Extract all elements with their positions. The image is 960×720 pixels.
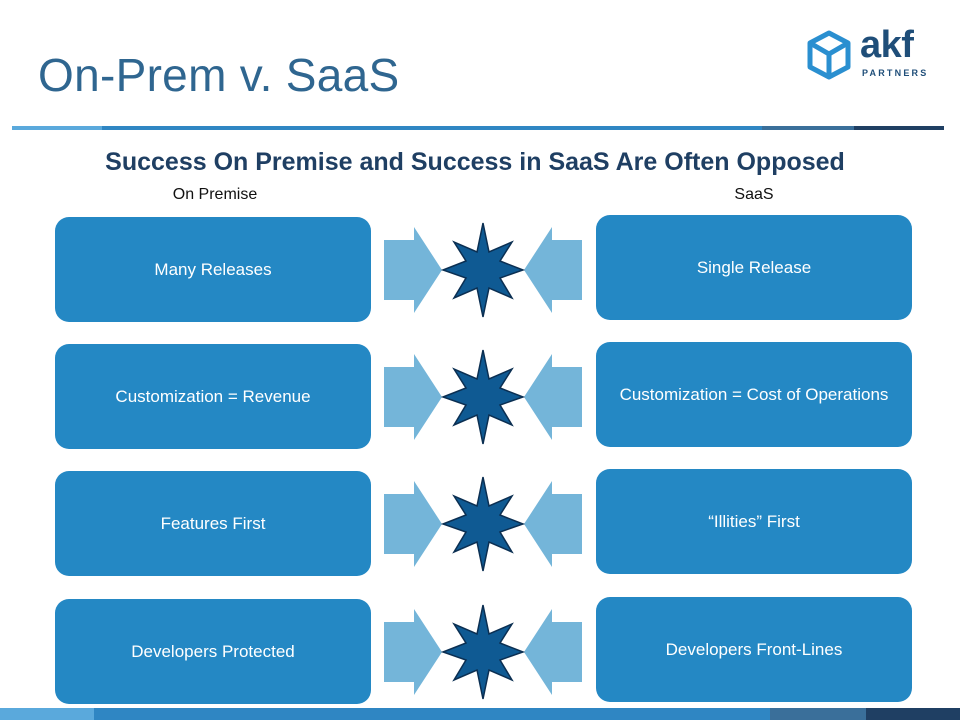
footer-bar-steel (770, 708, 866, 720)
saas-label: Customization = Cost of Operations (619, 384, 889, 404)
on-premise-box: Features First (55, 471, 371, 576)
starburst-icon (440, 604, 526, 700)
header-rule-steel (762, 126, 854, 130)
arrow-right-icon (384, 481, 442, 567)
cube-logo-icon (807, 30, 851, 80)
logo-subtext: PARTNERS (862, 68, 929, 78)
page-title: On-Prem v. SaaS (38, 49, 400, 101)
saas-box: Single Release (596, 215, 912, 320)
header-rule-mid (102, 126, 762, 130)
arrow-left-icon (524, 227, 582, 313)
saas-label: Developers Front-Lines (665, 639, 843, 659)
saas-label: “Illities” First (708, 511, 800, 531)
saas-box: Developers Front-Lines (596, 597, 912, 702)
header-rule-light (12, 126, 102, 130)
starburst-icon (440, 222, 526, 318)
saas-box: “Illities” First (596, 469, 912, 574)
saas-label: Single Release (696, 257, 812, 277)
column-label-on-premise: On Premise (172, 186, 258, 203)
arrow-left-icon (524, 609, 582, 695)
arrow-left-icon (524, 354, 582, 440)
footer-bar-mid (94, 708, 770, 720)
saas-box: Customization = Cost of Operations (596, 342, 912, 447)
on-premise-box: Many Releases (55, 217, 371, 322)
arrow-right-icon (384, 354, 442, 440)
arrow-left-icon (524, 481, 582, 567)
on-premise-box: Developers Protected (55, 599, 371, 704)
on-premise-label: Customization = Revenue (115, 386, 311, 406)
on-premise-label: Features First (160, 513, 266, 533)
arrow-right-icon (384, 227, 442, 313)
clash-graphic (384, 349, 582, 445)
on-premise-label: Many Releases (154, 259, 272, 279)
starburst-icon (440, 476, 526, 572)
slide-subtitle: Success On Premise and Success in SaaS A… (105, 148, 845, 176)
footer-bar-light (0, 708, 94, 720)
clash-graphic (384, 604, 582, 700)
arrow-right-icon (384, 609, 442, 695)
column-label-saas: SaaS (734, 186, 774, 203)
akf-logo: akf PARTNERS (806, 24, 936, 82)
header-rule-dark (854, 126, 944, 130)
on-premise-label: Developers Protected (131, 641, 295, 661)
clash-graphic (384, 222, 582, 318)
clash-graphic (384, 476, 582, 572)
on-premise-box: Customization = Revenue (55, 344, 371, 449)
logo-wordmark: akf (860, 24, 914, 66)
starburst-icon (440, 349, 526, 445)
footer-bar-dark (866, 708, 960, 720)
